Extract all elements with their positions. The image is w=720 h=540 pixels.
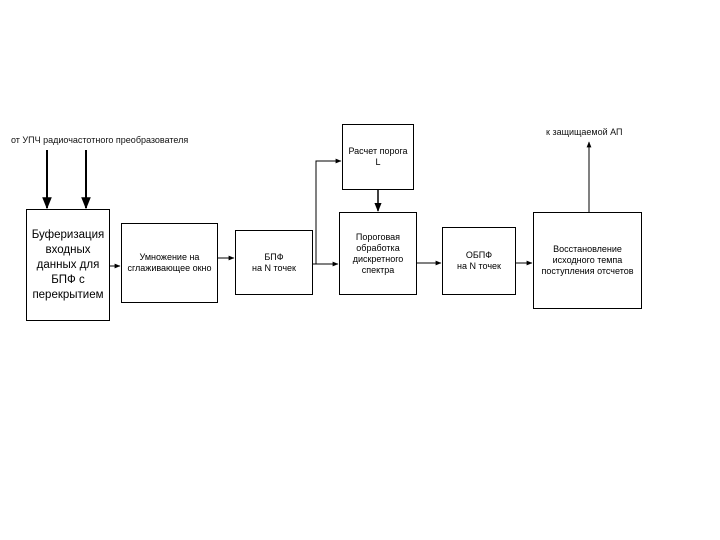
ifft-block: ОБПФ на N точек (442, 227, 516, 295)
arrow-branch-to-threshold-calc (315, 158, 342, 264)
output-target-label: к защищаемой АП (546, 127, 623, 137)
fft-block-text: БПФ на N точек (252, 251, 296, 273)
restore-rate-block-text: Восстановление исходного темпа поступлен… (541, 244, 634, 276)
restore-rate-block: Восстановление исходного темпа поступлен… (533, 212, 642, 309)
window-multiply-block: Умножение на сглаживающее окно (121, 223, 218, 303)
buffering-block: Буферизация входных данных для БПФ с пер… (26, 209, 110, 321)
threshold-calc-block: Расчет порога L (342, 124, 414, 190)
fft-block: БПФ на N точек (235, 230, 313, 295)
buffering-block-text: Буферизация входных данных для БПФ с пер… (31, 228, 105, 301)
threshold-processing-block-text: Пороговая обработка дискретного спектра (352, 231, 404, 275)
ifft-block-text: ОБПФ на N точек (457, 250, 501, 271)
window-multiply-block-text: Умножение на сглаживающее окно (127, 252, 212, 273)
threshold-processing-block: Пороговая обработка дискретного спектра (339, 212, 417, 295)
input-source-label: от УПЧ радиочастотного преобразователя (11, 135, 189, 145)
threshold-calc-block-text: Расчет порога L (348, 146, 408, 167)
